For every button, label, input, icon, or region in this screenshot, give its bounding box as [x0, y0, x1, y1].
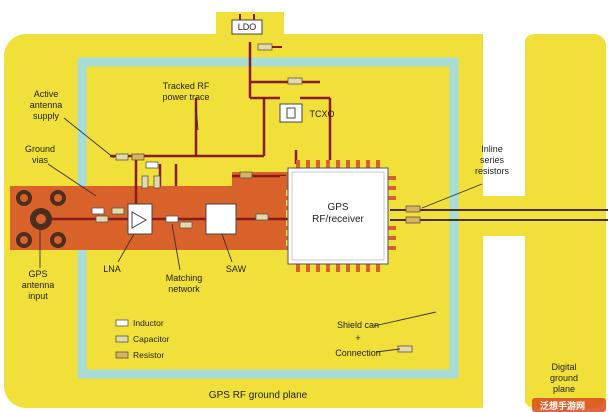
- resistor: [131, 153, 145, 161]
- digital-traces: [390, 209, 608, 221]
- shield-can-label-1: Shield can: [337, 320, 379, 330]
- gps-receiver-pins: [280, 160, 396, 272]
- capacitor: [111, 207, 125, 215]
- ground-vias-label-1: Ground: [25, 144, 55, 154]
- saw-label: SAW: [226, 264, 247, 274]
- gps-receiver-label-1: GPS: [327, 202, 348, 213]
- legend-inductor-label: Inductor: [133, 318, 164, 328]
- ground-vias-label-2: vias: [32, 155, 49, 165]
- shield-can-label-3: Connection: [335, 348, 381, 358]
- capacitor: [141, 175, 149, 189]
- capacitor: [179, 221, 193, 229]
- ground-via: [20, 194, 28, 202]
- lna-amplifier-symbol: [131, 211, 148, 229]
- ground-via: [54, 236, 62, 244]
- active-antenna-label-1: Active: [34, 89, 59, 99]
- capacitor: [255, 213, 269, 221]
- active-antenna-label-2: antenna: [30, 100, 63, 110]
- inline-resistor: [405, 205, 421, 213]
- lna-label: LNA: [103, 264, 121, 274]
- gps-receiver-label-2: RF/receiver: [312, 214, 364, 225]
- antenna-input-pad-center: [36, 214, 46, 224]
- legend-resistor-icon: [115, 351, 129, 359]
- legend-resistor-label: Resistor: [133, 350, 164, 360]
- lower-notch: [483, 236, 523, 408]
- resistor: [239, 171, 253, 179]
- active-antenna-label-3: supply: [33, 111, 60, 121]
- saw-filter: [205, 203, 237, 235]
- tcxo-chip: [279, 103, 303, 123]
- gps-ground-plane-label: GPS RF ground plane: [209, 390, 308, 401]
- inline-resistors-label-1: Inline: [481, 144, 503, 154]
- legend: Inductor Capacitor Resistor: [115, 318, 170, 360]
- ground-via: [20, 236, 28, 244]
- matching-label-2: network: [168, 284, 200, 294]
- tcxo-label: TCXO: [309, 109, 334, 119]
- tracked-rf-label-1: Tracked RF: [163, 81, 210, 91]
- inductor: [165, 215, 179, 223]
- watermark-text: 泛想手游网: [540, 400, 585, 412]
- tcxo-capacitor: [287, 77, 303, 85]
- rf-components: [91, 153, 269, 229]
- capacitor: [115, 153, 129, 161]
- ldo-chip: [231, 19, 263, 35]
- upper-notch: [483, 34, 523, 196]
- gps-antenna-label-2: antenna: [22, 280, 55, 290]
- digital-ground-label-3: plane: [553, 384, 575, 394]
- inline-resistors-label-2: series: [480, 155, 505, 165]
- ldo-capacitor: [257, 43, 273, 51]
- gps-receiver-chip: [287, 167, 389, 265]
- matching-label-1: Matching: [166, 273, 203, 283]
- digital-ground-label-2: ground: [550, 373, 578, 383]
- inline-resistor: [405, 216, 421, 224]
- inductor: [145, 161, 159, 169]
- legend-capacitor-label: Capacitor: [133, 334, 170, 344]
- shield-connection-capacitor: [397, 345, 413, 353]
- legend-capacitor-icon: [115, 335, 129, 343]
- inline-resistors-label-3: resistors: [475, 166, 510, 176]
- digital-ground-label-1: Digital: [551, 362, 576, 372]
- ground-via: [54, 194, 62, 202]
- legend-inductor-icon: [115, 319, 129, 327]
- tcxo-crystal: [286, 107, 296, 119]
- capacitor: [95, 215, 109, 223]
- ground-vias: [16, 190, 66, 248]
- shield-can-label-2: +: [355, 333, 360, 343]
- gps-receiver-die: [291, 171, 385, 261]
- ldo-label: LDO: [238, 22, 257, 32]
- plane-bridge: [454, 196, 554, 236]
- tracked-rf-label-2: power trace: [162, 92, 209, 102]
- gps-antenna-label-3: input: [28, 291, 48, 301]
- watermark-badge: [532, 398, 606, 412]
- inductor: [91, 207, 105, 215]
- capacitor: [153, 175, 161, 189]
- leader-lines: [39, 105, 483, 353]
- gps-antenna-label-1: GPS: [28, 269, 47, 279]
